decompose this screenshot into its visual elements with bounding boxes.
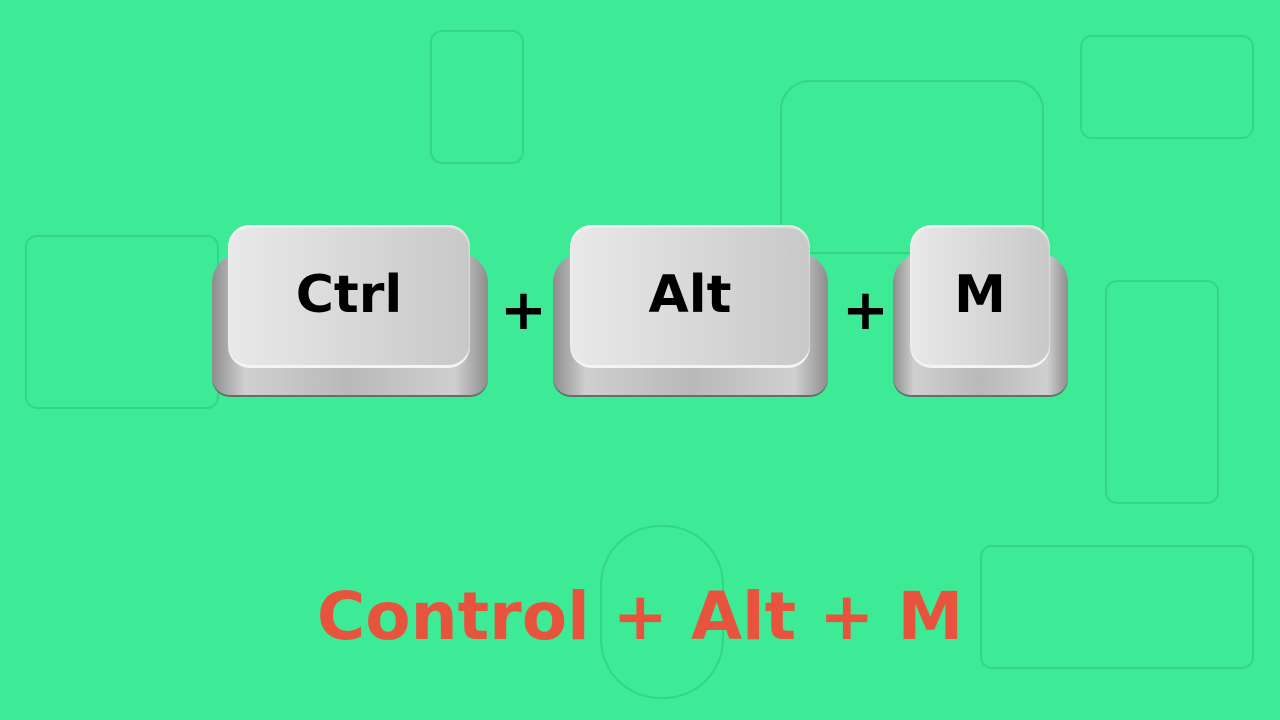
background-doodle (1105, 280, 1219, 504)
plus-sign: + (842, 278, 889, 343)
key-label: M (910, 225, 1050, 365)
background-doodle (430, 30, 524, 164)
background-doodle (980, 545, 1254, 669)
background-doodle (600, 525, 724, 699)
key-label: Alt (570, 225, 810, 365)
background-doodle (1080, 35, 1254, 139)
m-key: M (893, 225, 1068, 395)
background-doodle (25, 235, 219, 409)
ctrl-key: Ctrl (212, 225, 488, 395)
plus-sign: + (500, 278, 547, 343)
shortcut-caption: Control + Alt + M (316, 578, 964, 655)
alt-key: Alt (553, 225, 828, 395)
key-label: Ctrl (228, 225, 470, 365)
